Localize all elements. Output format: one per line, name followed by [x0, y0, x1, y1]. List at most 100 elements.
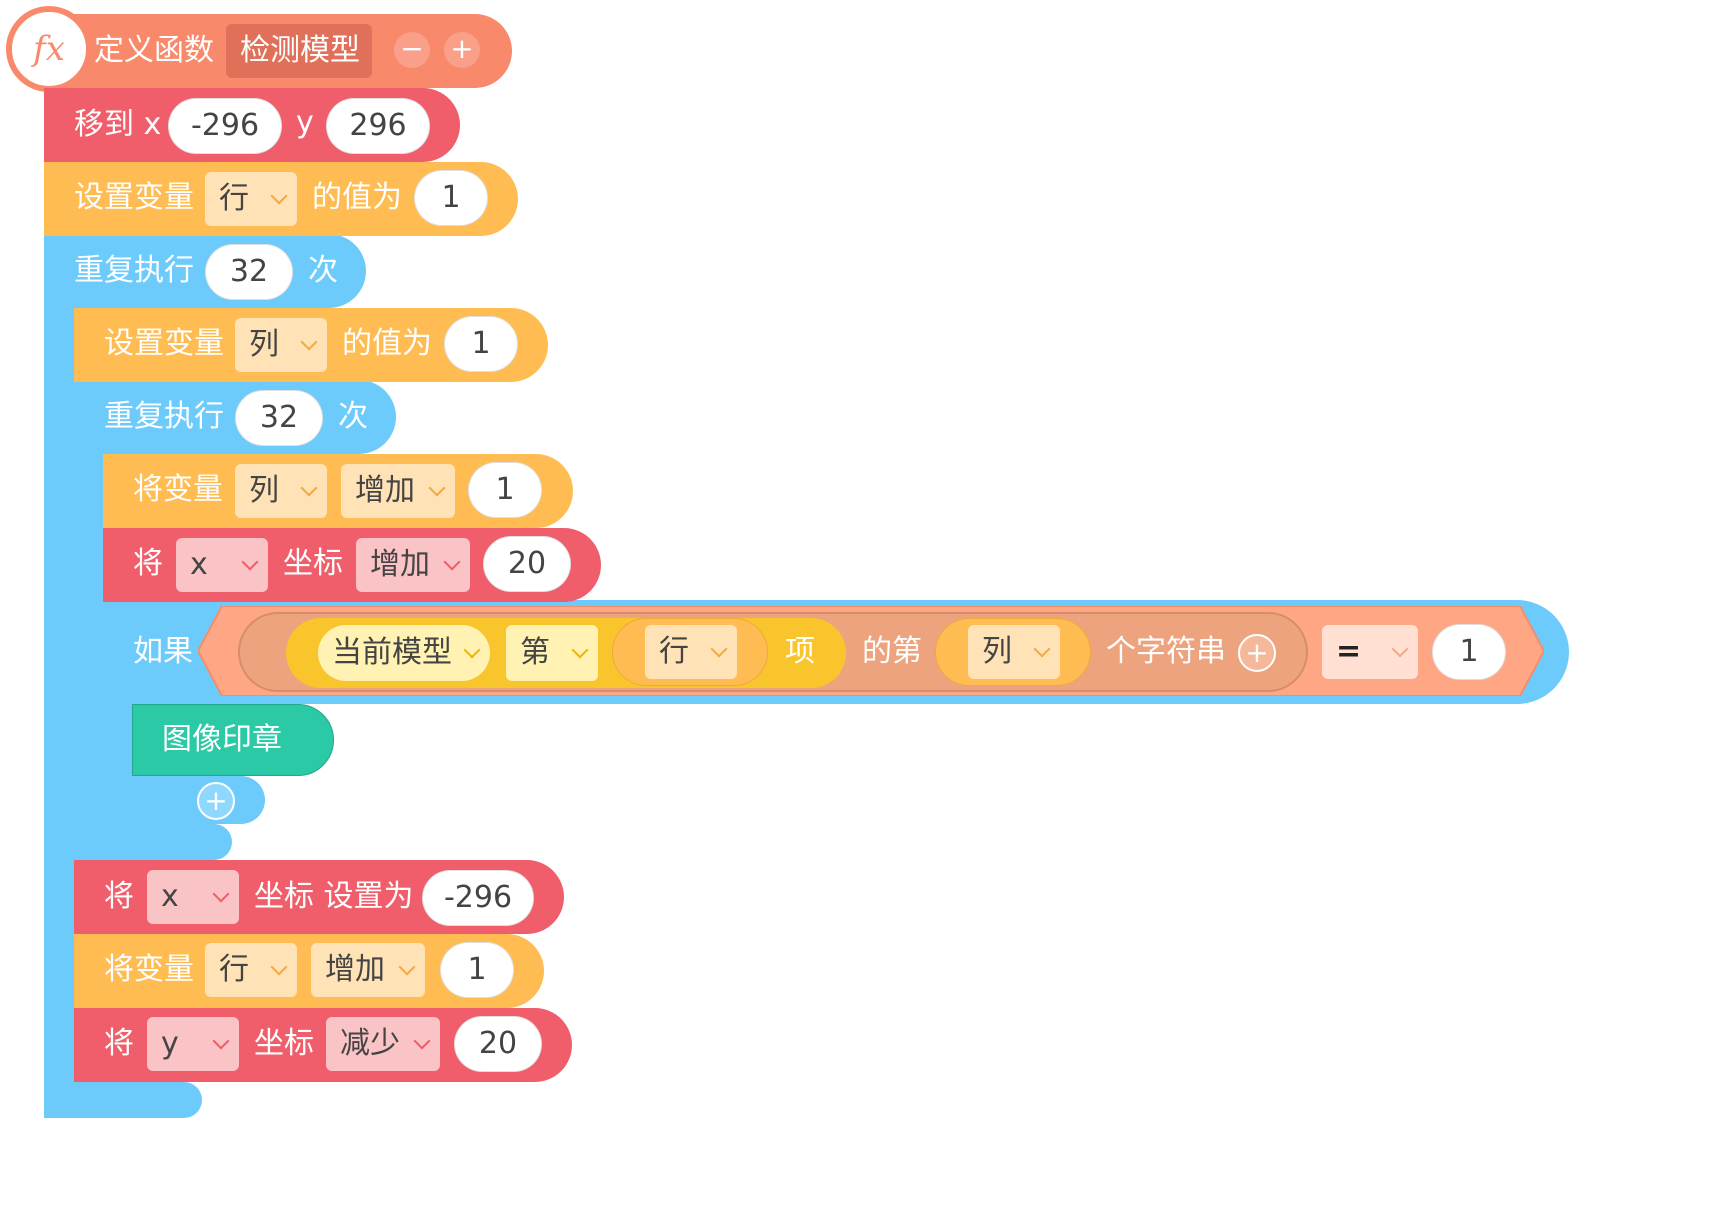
change-x-label: 将	[133, 546, 163, 581]
add-param-button[interactable]: +	[444, 32, 480, 68]
col-reporter-text: 列	[982, 634, 1012, 669]
change-variable-label: 将变量	[104, 952, 194, 987]
goto-y-input[interactable]: 296	[326, 98, 430, 154]
row-reporter-dropdown[interactable]: 行	[645, 625, 737, 679]
coordinate-set-label: 坐标 设置为	[254, 879, 414, 914]
goto-y-label: y	[296, 105, 314, 140]
set-x-axis-text: x	[161, 879, 179, 914]
repeat-inner-count-input[interactable]: 32	[235, 390, 323, 446]
remove-param-button[interactable]: −	[394, 32, 430, 68]
change-variable-label: 将变量	[133, 472, 223, 507]
change-col-operation-text: 增加	[355, 473, 415, 508]
plus-icon: +	[450, 32, 474, 65]
character-label: 个字符串	[1106, 634, 1226, 669]
add-arg-button[interactable]: +	[1238, 634, 1276, 672]
change-row-value-input[interactable]: 1	[440, 942, 514, 998]
if-add-button[interactable]: +	[197, 782, 235, 820]
plus-icon: +	[1245, 636, 1269, 669]
coordinate-label: 坐标	[283, 546, 343, 581]
change-col-variable-text: 列	[249, 473, 279, 508]
list-name-dropdown[interactable]: 当前模型	[318, 625, 490, 681]
col-reporter-dropdown[interactable]: 列	[968, 625, 1060, 679]
list-name-text: 当前模型	[332, 635, 452, 670]
repeat-inner-times-label: 次	[338, 399, 368, 434]
row-reporter-text: 行	[659, 634, 689, 669]
row-variable-text: 行	[219, 181, 249, 216]
stamp-block[interactable]	[132, 704, 334, 776]
change-y-label: 将	[104, 1026, 134, 1061]
chevron-down-icon	[571, 641, 589, 659]
set-variable-label: 设置变量	[74, 180, 194, 215]
set-variable-label: 设置变量	[104, 326, 224, 361]
chevron-down-icon	[1391, 640, 1409, 658]
compare-value-input[interactable]: 1	[1432, 624, 1506, 680]
repeat-outer-arm	[44, 300, 74, 1090]
function-name-field[interactable]: 检测模型	[226, 24, 372, 78]
change-col-operation-dropdown[interactable]: 增加	[341, 464, 455, 518]
plus-icon: +	[204, 784, 228, 817]
goto-x-input[interactable]: -296	[168, 98, 282, 154]
function-name-text: 检测模型	[240, 33, 360, 68]
operator-text: =	[1336, 634, 1362, 669]
operator-dropdown[interactable]: =	[1322, 625, 1418, 679]
index-mode-text: 第	[520, 635, 550, 670]
if-label: 如果	[133, 634, 193, 669]
chevron-down-icon	[270, 958, 288, 976]
change-x-axis-text: x	[190, 547, 208, 582]
change-x-operation-text: 增加	[370, 547, 430, 582]
change-row-operation-dropdown[interactable]: 增加	[311, 943, 425, 997]
set-row-value-input[interactable]: 1	[414, 170, 488, 226]
change-y-axis-text: y	[161, 1026, 179, 1061]
item-label: 项	[785, 634, 815, 669]
chevron-down-icon	[710, 640, 728, 658]
index-mode-dropdown[interactable]: 第	[506, 625, 598, 681]
col-variable-text: 列	[249, 327, 279, 362]
coordinate-label: 坐标	[254, 1026, 314, 1061]
repeat-inner-arm	[74, 446, 104, 832]
chevron-down-icon	[270, 187, 288, 205]
repeat-outer-times-label: 次	[308, 253, 338, 288]
chevron-down-icon	[398, 958, 416, 976]
repeat-inner-foot	[74, 824, 232, 860]
chevron-down-icon	[1033, 640, 1051, 658]
char-of-label: 的第	[862, 634, 922, 669]
row-variable-dropdown[interactable]: 行	[205, 172, 297, 226]
chevron-down-icon	[212, 885, 230, 903]
fx-icon: fx	[6, 6, 92, 92]
chevron-down-icon	[212, 1032, 230, 1050]
col-variable-dropdown[interactable]: 列	[235, 318, 327, 372]
fx-icon-label: fx	[33, 29, 65, 69]
set-x-label: 将	[104, 879, 134, 914]
set-x-value-input[interactable]: -296	[422, 870, 534, 926]
change-row-variable-text: 行	[219, 952, 249, 987]
minus-icon: −	[400, 32, 424, 65]
change-row-variable-dropdown[interactable]: 行	[205, 943, 297, 997]
repeat-outer-count-input[interactable]: 32	[205, 244, 293, 300]
change-x-operation-dropdown[interactable]: 增加	[356, 538, 470, 592]
chevron-down-icon	[443, 553, 461, 571]
chevron-down-icon	[241, 553, 259, 571]
repeat-outer-label: 重复执行	[74, 253, 194, 288]
chevron-down-icon	[300, 479, 318, 497]
change-y-axis-dropdown[interactable]: y	[147, 1017, 239, 1071]
change-col-variable-dropdown[interactable]: 列	[235, 464, 327, 518]
set-col-value-input[interactable]: 1	[444, 316, 518, 372]
change-y-operation-dropdown[interactable]: 减少	[326, 1017, 440, 1071]
value-is-label: 的值为	[342, 326, 432, 361]
function-define-label: 定义函数	[94, 33, 214, 68]
stamp-label: 图像印章	[162, 722, 282, 757]
repeat-outer-foot	[44, 1082, 202, 1118]
change-y-operation-text: 减少	[340, 1026, 400, 1061]
set-x-axis-dropdown[interactable]: x	[147, 870, 239, 924]
chevron-down-icon	[300, 333, 318, 351]
if-block-foot	[103, 776, 265, 824]
change-x-value-input[interactable]: 20	[483, 536, 571, 592]
change-y-value-input[interactable]: 20	[454, 1016, 542, 1072]
repeat-inner-label: 重复执行	[104, 399, 224, 434]
change-row-operation-text: 增加	[325, 952, 385, 987]
change-col-value-input[interactable]: 1	[468, 462, 542, 518]
value-is-label: 的值为	[312, 180, 402, 215]
goto-label: 移到 x	[74, 107, 162, 142]
change-x-axis-dropdown[interactable]: x	[176, 538, 268, 592]
chevron-down-icon	[463, 641, 481, 659]
